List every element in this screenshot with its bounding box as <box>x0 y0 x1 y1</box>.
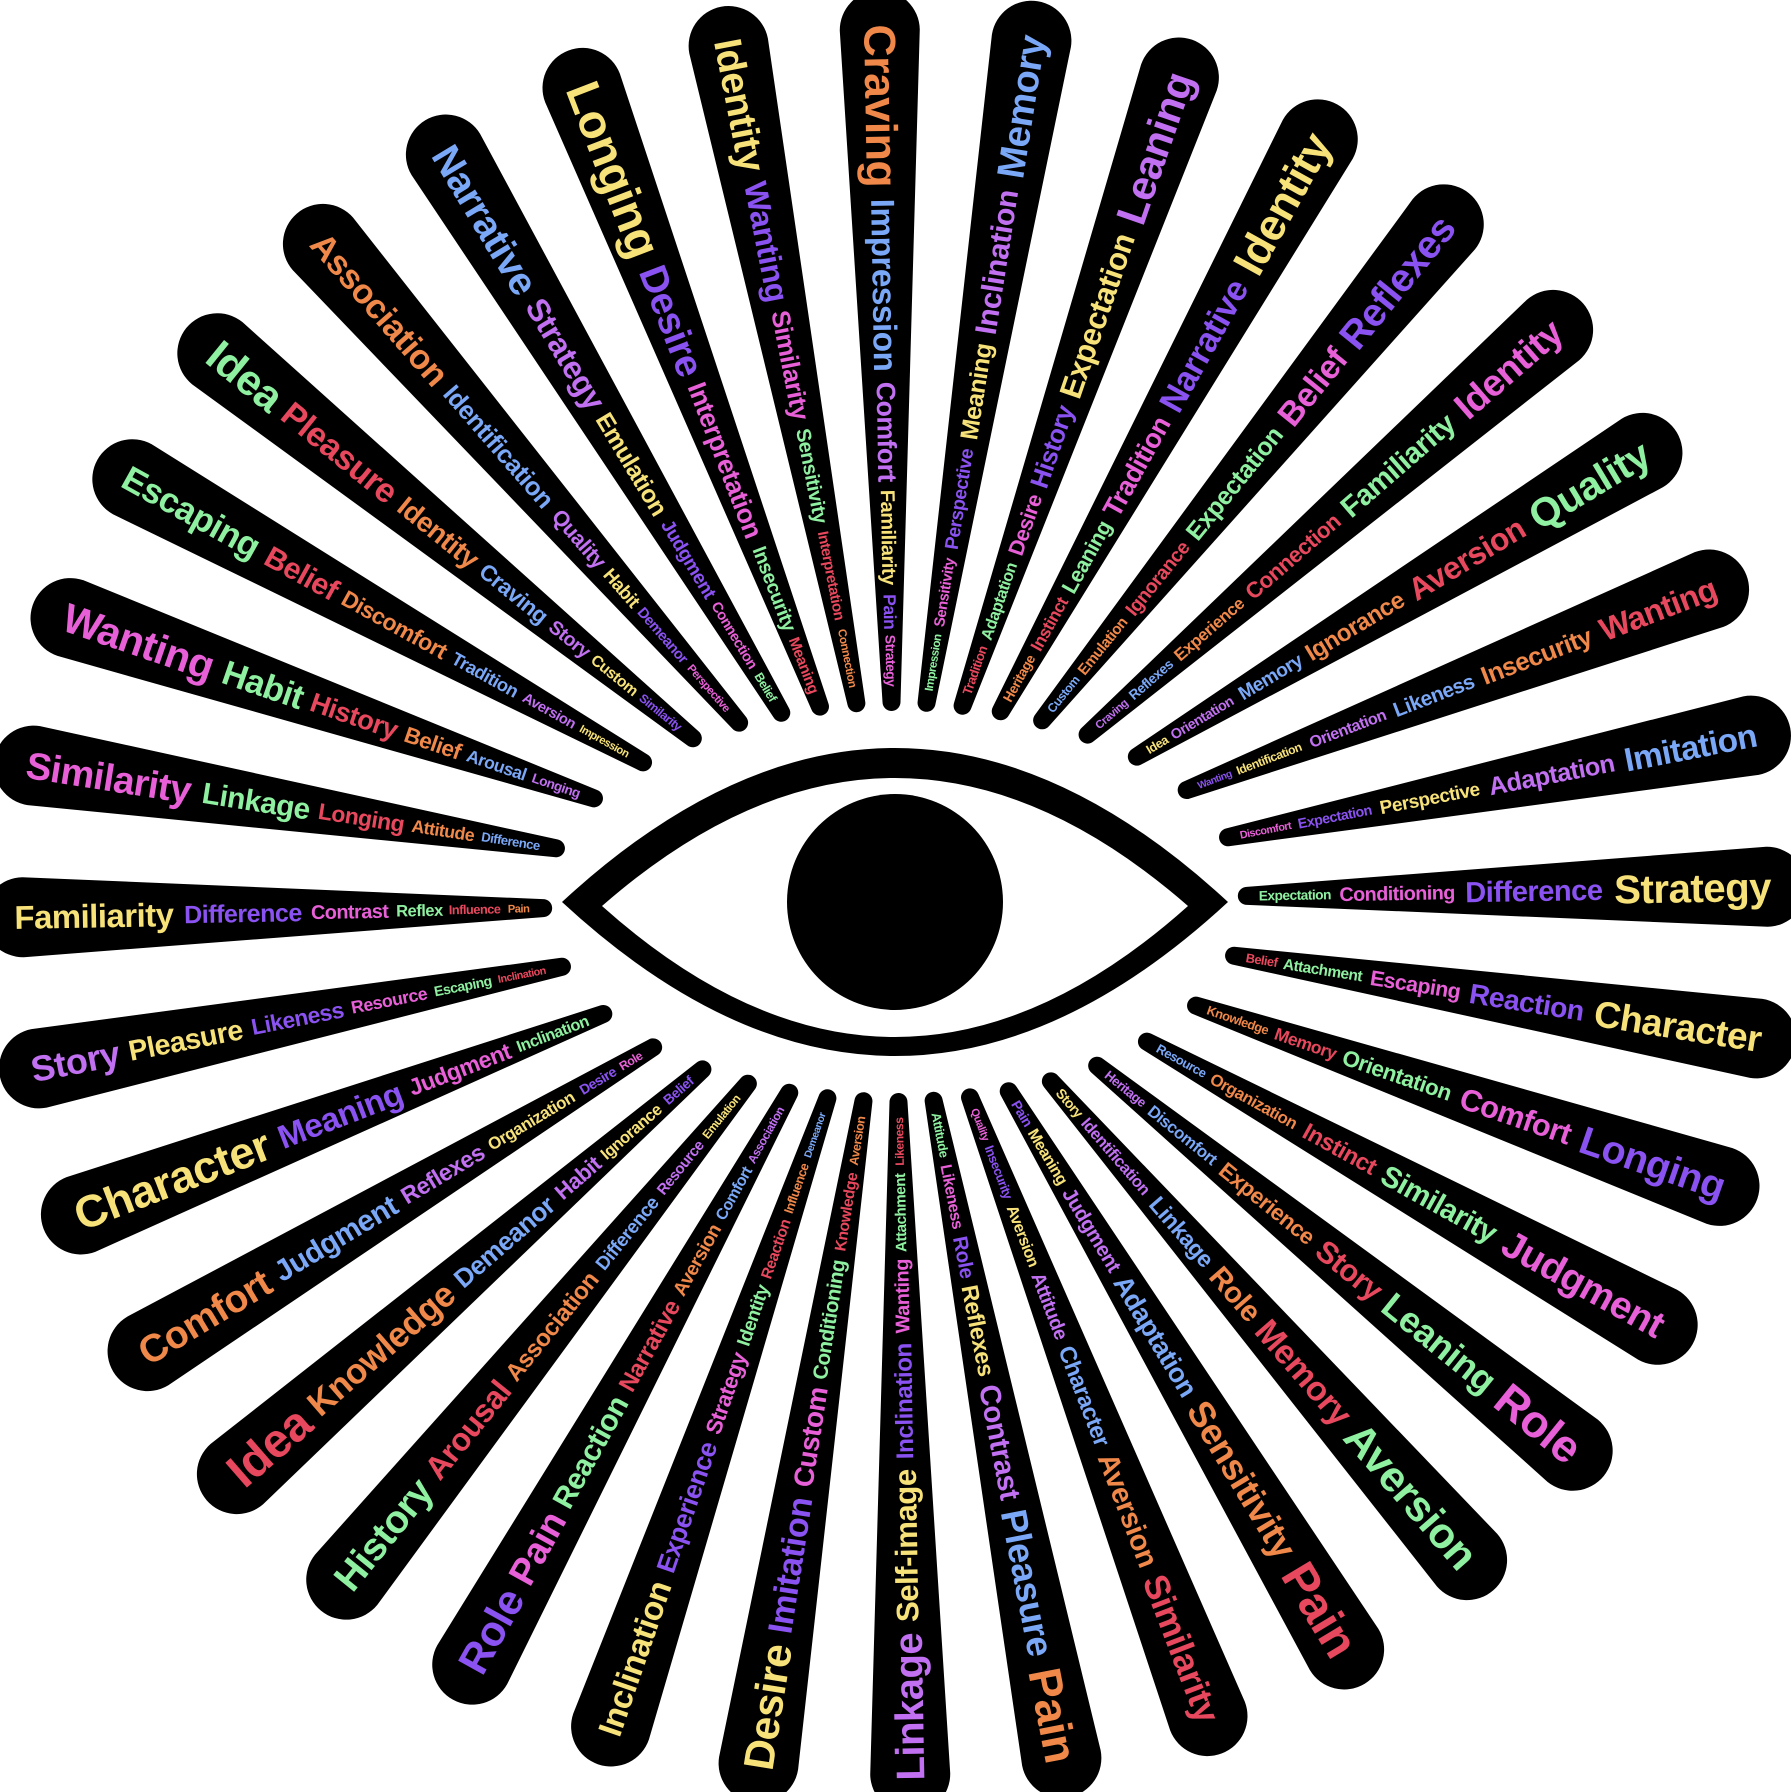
word-label: Inclination <box>890 1343 919 1459</box>
word-label: Strategy <box>882 635 899 688</box>
ray-shape <box>1237 846 1791 927</box>
ray-shape <box>196 1060 712 1515</box>
ray-shape <box>961 1088 1248 1757</box>
ray-shape <box>839 0 920 712</box>
ray-shape <box>1225 946 1791 1079</box>
ray-shape <box>718 1092 873 1792</box>
ray-shape <box>1137 1032 1698 1365</box>
word-label: Longing <box>555 74 670 265</box>
ray: LikenessAttachmentWantingInclinationSelf… <box>870 1092 951 1792</box>
ray-shape <box>405 114 791 722</box>
word-label: Meaning <box>785 635 822 696</box>
word-label: Impression <box>863 198 903 371</box>
ray-shape <box>953 37 1219 715</box>
ray-shape <box>177 313 702 748</box>
ray-shape <box>0 725 565 858</box>
ray: TraditionAdaptationDesireHistoryExpectat… <box>953 37 1219 715</box>
ray-shape <box>1219 695 1791 847</box>
ray: InclinationEscapingResourceLikenessPleas… <box>0 957 571 1109</box>
ray-shape <box>1078 289 1594 744</box>
ray: Pain Influence Reflex Contrast Difference Fam… <box>0 877 553 958</box>
word-label: Expectation <box>1181 422 1289 546</box>
ray-shape <box>306 1074 757 1620</box>
word-label: Familiarity <box>14 896 175 936</box>
ray-shape <box>924 1091 1102 1792</box>
word-label: Aversion <box>1334 1414 1487 1579</box>
ray-shape <box>1187 996 1760 1226</box>
ray: ImpressionSensitivityPerspectiveMeaningI… <box>917 0 1072 712</box>
ray-shape <box>1033 184 1484 730</box>
word-label: Knowledge <box>300 1275 463 1424</box>
ray: AversionKnowledgeConditioningCustomImita… <box>718 1092 873 1792</box>
word-label: Craving <box>854 24 906 187</box>
word-label: Belief <box>1245 950 1280 970</box>
ray-shape <box>991 99 1358 721</box>
word-label: Comfort <box>871 382 903 483</box>
word-label: Expectation <box>1259 887 1331 903</box>
word-label: Connection <box>1240 509 1345 605</box>
eye-icon <box>562 748 1228 1056</box>
word-label: Contrast <box>311 901 390 924</box>
ray-shape <box>1088 1056 1613 1491</box>
word-label: Demeanor <box>448 1190 561 1294</box>
word-label: Experience <box>1170 594 1248 665</box>
word-label: Conditioning <box>1339 882 1455 906</box>
ray-shape <box>1127 412 1683 766</box>
word-label: Influence <box>449 901 501 917</box>
ray-shape <box>107 1038 663 1392</box>
word-label: Familiarity <box>876 490 900 587</box>
word-label: Wanting <box>891 1259 914 1334</box>
ray-shape <box>542 47 829 716</box>
word-label: Linkage <box>887 1633 934 1781</box>
word-label: Association <box>500 1267 604 1387</box>
word-label: Pain <box>508 903 530 915</box>
ray: ConnectionInterpretationSensitivitySimil… <box>688 6 866 713</box>
word-label: Difference <box>1465 875 1603 909</box>
ray-shape <box>0 877 553 958</box>
ray: DifferenceAttitudeLongingLinkageSimilari… <box>0 725 565 858</box>
word-label: Strategy <box>1614 865 1773 913</box>
word-label: Meaning <box>273 1075 408 1156</box>
ray-shape <box>999 1082 1385 1690</box>
ray-shape <box>30 578 603 808</box>
word-label: Pain <box>880 594 901 629</box>
ray: WantingIdentificationOrientationLikeness… <box>1177 549 1750 799</box>
ray-shape <box>571 1089 837 1767</box>
word-label: Identification <box>1077 1115 1154 1199</box>
word-label: Likeness <box>892 1117 907 1166</box>
word-label: Ignorance <box>597 1100 666 1164</box>
ray-shape <box>432 1083 799 1705</box>
word-label: Attachment <box>892 1173 910 1252</box>
ray-shape <box>1177 549 1750 799</box>
word-label: Reflex <box>396 902 444 921</box>
ray-shape <box>1041 1072 1508 1601</box>
ray: Strategy Pain Familiarity Comfort Impression… <box>839 0 920 712</box>
ray-shape <box>870 1092 951 1792</box>
ray-shape <box>92 439 653 772</box>
ray-shape <box>688 6 866 713</box>
ray: Expectation Conditioning Difference Strateg… <box>1237 846 1791 927</box>
word-label: Difference <box>184 899 303 929</box>
ray-shape <box>40 1005 613 1255</box>
eye-pupil <box>787 794 1003 1010</box>
word-label: Identification <box>437 380 558 514</box>
ray-shape <box>917 0 1072 712</box>
ray-shape <box>0 957 571 1109</box>
ray-shape <box>282 203 749 732</box>
word-label: Discomfort <box>1144 1102 1222 1170</box>
word-label: Self-image <box>888 1469 926 1622</box>
word-label: Experience <box>1214 1157 1320 1249</box>
